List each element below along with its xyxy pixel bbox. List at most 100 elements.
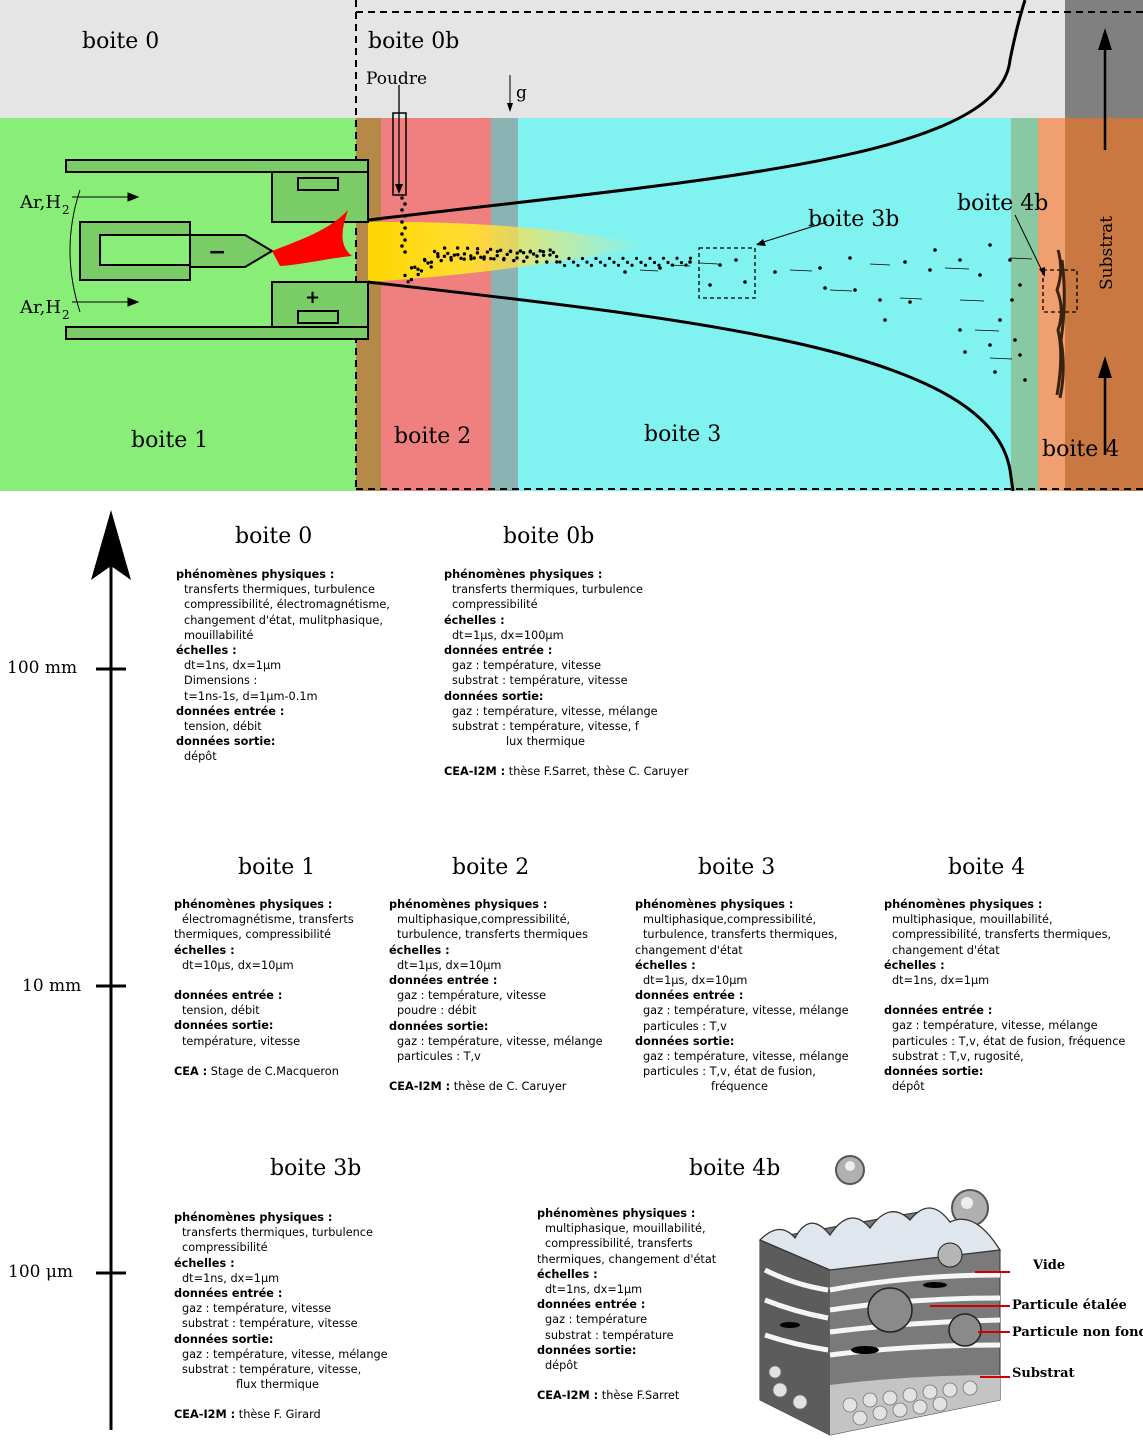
title-boite0: boite 0 [235,524,313,549]
velocity-arrow [869,263,891,266]
info-line: température, vitesse [182,1034,301,1048]
particle [708,283,712,287]
plasma-torch [65,159,369,340]
info-line: tension, débit [182,1004,260,1018]
particle [512,258,516,263]
info-line: particules : T,v [397,1050,481,1064]
info-line [174,1049,354,1064]
section-label: données entrée : [884,1004,993,1018]
particle [403,250,407,254]
info-line: mouillabilité [184,628,254,642]
particle [462,257,466,261]
zoom-pointer-3b [756,221,828,245]
citation: CEA-I2M : thèse F. Girard [174,1407,388,1422]
particle [718,263,722,267]
particle [603,263,607,267]
velocity-arrow [989,357,1013,360]
section-label: données entrée : [537,1298,646,1312]
particle [616,263,621,267]
particle [409,277,414,282]
particle [675,256,679,260]
particle [594,256,598,261]
velocity-arrow [1009,257,1033,260]
section-label: phénomènes physiques : [174,1211,333,1224]
particle [661,256,666,260]
label-ar-h2-top: Ar,H [19,192,61,213]
particle [525,255,529,259]
particle [548,248,552,252]
jet-envelope-top [367,0,1027,222]
particle [848,256,852,260]
particle [598,260,603,264]
particle [531,252,536,256]
particle [648,256,652,260]
zoom-box-3b [698,247,756,299]
particle [548,253,552,257]
info-line: substrat : température, vitesse, f [452,720,639,734]
particle [643,263,648,267]
particle [419,269,424,273]
info-line: gaz : température, vitesse [397,989,547,1003]
particle [562,263,567,268]
particle [988,243,992,247]
info-line: dt=1μs, dx=10μm [643,974,748,988]
coating-deposit [1055,249,1066,399]
zoom-pointer-4b [1014,214,1045,276]
particle [423,258,427,263]
particle [688,260,692,264]
particle [472,256,476,260]
info-line: gaz : température, vitesse, mélange [643,1050,849,1064]
particle [442,254,447,259]
info-line: électromagnétisme, transferts [182,913,354,927]
particle [634,256,639,260]
section-label: échelles : [884,958,945,972]
section-label: échelles : [537,1267,598,1281]
info-line: gaz : température, vitesse, mélange [892,1019,1098,1033]
info-line: compressibilité, transferts thermiques, [892,928,1112,942]
scale-label-10mm: 10 mm [22,976,82,996]
particle [576,263,580,268]
particle [505,252,509,257]
section-label: données sortie: [174,1019,274,1033]
particle [469,254,473,258]
particle [439,258,443,263]
particle [639,260,643,265]
info-line [884,988,1125,1003]
particle [589,263,594,267]
particle [688,256,693,260]
substrat-arrowhead-top [1098,28,1112,50]
zoom-pointer-4b-head [1039,267,1045,277]
info-line [444,749,688,764]
particle [623,270,627,274]
label-subscript-top: 2 [62,203,70,217]
particle [878,298,882,302]
particle [963,350,967,354]
citation: CEA-I2M : thèse F.Sarret, thèse C. Caruy… [444,764,688,779]
particle [522,259,526,264]
title-boite0b: boite 0b [503,524,595,549]
label-boite4b: boite 4b [957,191,1048,216]
citation-text: thèse F.Sarret [598,1389,680,1403]
particle [652,260,657,265]
info-line: substrat : température, vitesse [182,1317,358,1331]
citation-text: thèse F. Girard [235,1408,321,1422]
info-line: dt=1ns, dx=1μm [892,974,990,988]
section-label: échelles : [176,644,237,658]
section-label: échelles : [174,1256,235,1270]
info-line: tension, débit [184,720,262,734]
label-cathode-minus: − [208,240,226,265]
particle [436,252,440,256]
particle [475,251,480,255]
section-label: phénomènes physiques : [884,898,1043,911]
particle [400,208,404,212]
particle [541,250,546,254]
particle [416,272,420,277]
info-line: changement d'état [635,943,743,957]
particle [400,220,404,224]
label-boite1: boite 1 [131,428,208,453]
particle [469,257,473,261]
particle [558,260,562,264]
label-boite0b: boite 0b [368,29,459,54]
particle [426,261,430,265]
info-line: compressibilité [182,1241,268,1255]
